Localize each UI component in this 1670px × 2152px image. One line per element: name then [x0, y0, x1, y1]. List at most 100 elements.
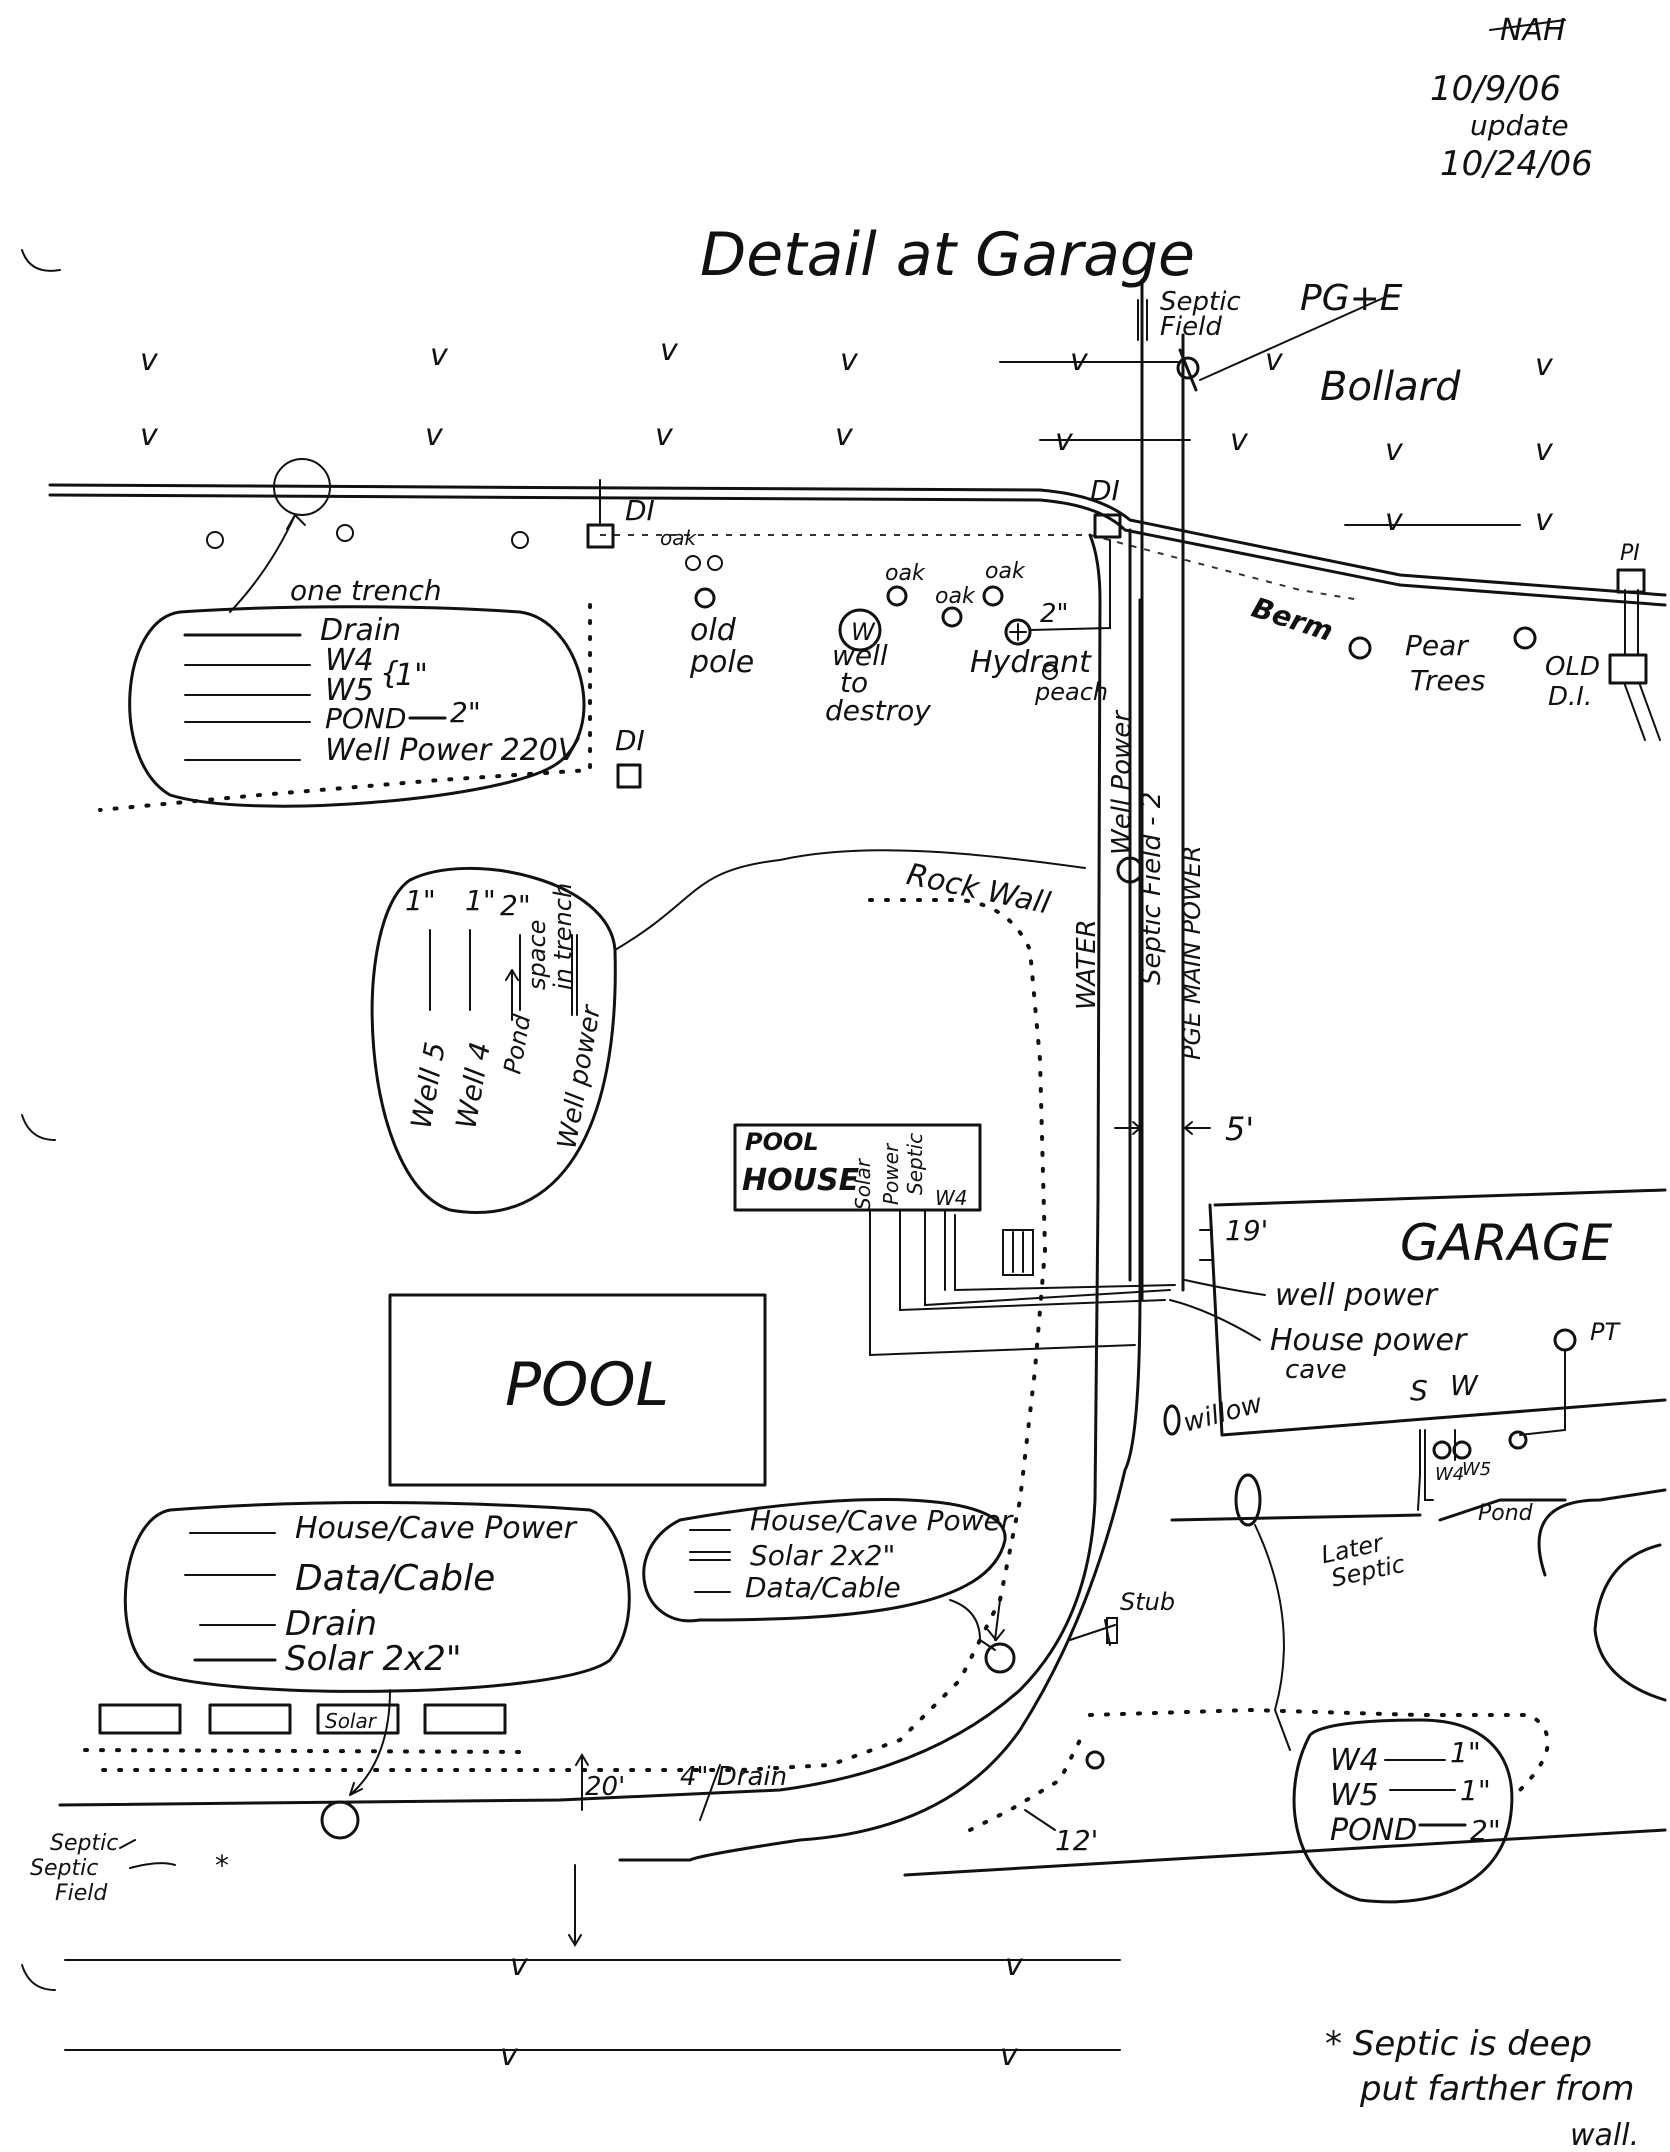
well-symbol-letter: W	[851, 618, 876, 646]
w5-valve	[1452, 1440, 1472, 1460]
asterisk-marker: *	[215, 1849, 229, 1882]
size-label: 2"	[500, 889, 531, 922]
space-in-trench-label: spacein trench	[523, 883, 577, 990]
trench-item: House/Cave Power	[750, 1504, 1014, 1537]
svg-text:{: {	[380, 656, 399, 691]
equipment-box	[1002, 1229, 1034, 1276]
pool-house-title: HOUSE	[742, 1163, 860, 1198]
pool-house-col: W4	[935, 1186, 968, 1210]
header-block: NAH 10/9/06 update 10/24/06 Detail at Ga…	[700, 13, 1593, 290]
solar-panel	[208, 1703, 292, 1735]
di-label: DI	[625, 494, 655, 527]
di-box	[1093, 513, 1122, 539]
corridor-marker	[1116, 856, 1144, 884]
pool-house-col: Power	[879, 1142, 903, 1205]
trench-item: Drain	[320, 613, 401, 648]
trench-item: W5	[1330, 1778, 1379, 1813]
spacing-label: Well 4	[449, 1040, 497, 1132]
svg-text:v: v	[835, 418, 854, 453]
valve	[1508, 1430, 1528, 1450]
trench-title: one trench	[290, 574, 442, 607]
berm-label: Berm	[1248, 591, 1337, 648]
vine-rows: v v v v v v v v v v v v v v v v v v v v …	[64, 333, 1554, 2073]
stub-marker	[1106, 1617, 1118, 1644]
note-line: put farther from	[1359, 2069, 1635, 2109]
trench-callout-right: W4 1" W5 1" POND 2"	[1292, 1718, 1514, 1904]
svg-text:v: v	[1385, 503, 1404, 538]
pool-house-col: Septic	[903, 1133, 927, 1195]
junction-circle	[984, 1642, 1016, 1674]
five-feet-label: 5'	[1225, 1110, 1254, 1148]
later-septic-label: LaterSeptic	[1319, 1525, 1408, 1593]
svg-text:v: v	[1385, 433, 1404, 468]
size-label: 1"	[405, 884, 436, 917]
trench-item: Data/Cable	[745, 1571, 901, 1604]
oak-label: oak	[660, 526, 697, 550]
trench-size: 1"	[1450, 1736, 1481, 1769]
svg-text:v: v	[1230, 423, 1249, 458]
rock-wall-label: Rock Wall	[903, 857, 1053, 922]
road-left-edge	[58, 533, 1102, 1807]
svg-text:v: v	[140, 418, 159, 453]
di-box	[616, 763, 642, 789]
binder-marks	[21, 249, 61, 1991]
di-label: DI	[615, 724, 645, 757]
oak-label: oak	[885, 561, 926, 586]
twenty-feet-label: 20'	[585, 1772, 625, 1802]
old-di-box	[1608, 653, 1648, 685]
peach-tree	[1042, 664, 1058, 680]
update-date: 10/24/06	[1440, 144, 1593, 184]
note-line: wall.	[1570, 2118, 1639, 2152]
oak-label: oak	[985, 559, 1026, 584]
note-line: * Septic is deep	[1325, 2024, 1592, 2064]
svg-text:v: v	[840, 343, 859, 378]
trench-item: W4	[1330, 1743, 1379, 1778]
trench-size: 1"	[1460, 1774, 1491, 1807]
pool: POOL	[388, 1293, 767, 1487]
pge-label: PG+E	[1300, 278, 1403, 319]
svg-text:v: v	[1070, 343, 1089, 378]
oak-tree	[886, 585, 908, 607]
trench-callout-bubble	[123, 1501, 631, 1693]
pge-line: PG+E	[1199, 278, 1403, 381]
well-power-label: Well Power	[1107, 709, 1137, 855]
solar-panel	[423, 1703, 507, 1735]
trench-item: W5	[325, 673, 374, 708]
garage-w: W	[1450, 1369, 1479, 1402]
oak-label: oak	[935, 584, 976, 609]
solar-panel	[98, 1703, 182, 1735]
spacing-label: Pond	[498, 1012, 536, 1076]
page-title: Detail at Garage	[700, 220, 1195, 290]
pond-size: 2"	[450, 696, 481, 729]
septic-field-2-label: Septic Field - 2	[1137, 792, 1167, 985]
garage-dim: 19'	[1225, 1214, 1268, 1247]
stub-label: Stub	[1120, 1588, 1175, 1616]
water-label: WATER	[1072, 919, 1102, 1010]
pi-label: PI	[1620, 541, 1640, 566]
trench-callout-bubble	[1292, 1718, 1514, 1904]
initials: NAH	[1500, 13, 1566, 48]
bollard-marker	[1176, 356, 1200, 380]
trench-crossing-circle	[273, 458, 331, 516]
willow: willow	[1163, 1389, 1266, 1439]
pt-marker	[1553, 1328, 1577, 1352]
svg-text:v: v	[500, 2038, 519, 2073]
utility-corridor: WATER Well Power Septic Field - 2 PGE MA…	[58, 278, 1254, 1862]
svg-text:v: v	[1265, 343, 1284, 378]
trench-item: Drain	[285, 1604, 377, 1644]
twelve-feet-label: 12'	[1055, 1824, 1098, 1857]
hydrant-label: Hydrant	[970, 645, 1092, 680]
solar-panel	[316, 1703, 400, 1735]
binder-hole-mark	[21, 1114, 56, 1141]
well-symbol	[838, 608, 882, 652]
trench-route-dots	[98, 603, 592, 812]
svg-text:v: v	[660, 333, 679, 368]
hydrant-pipe-size: 2"	[1040, 599, 1069, 629]
septic-access-circle	[320, 1800, 360, 1840]
